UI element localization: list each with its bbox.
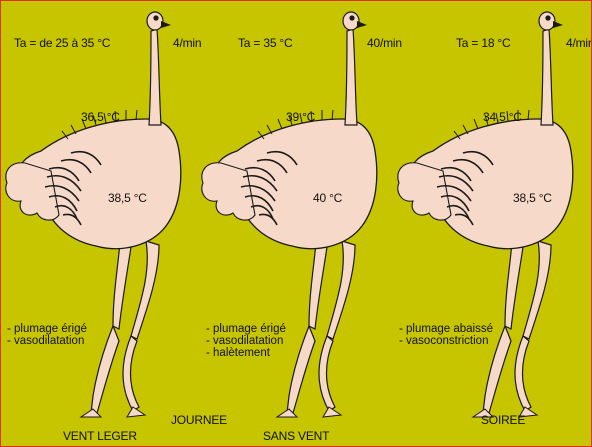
neck-temp-3: 34,5 °C bbox=[483, 111, 522, 124]
note-line: - halètement bbox=[206, 347, 286, 359]
note-line: - vasodilatation bbox=[7, 335, 87, 347]
neck-temp-1: 36,5 °C bbox=[81, 111, 120, 124]
breathing-rate-1: 4/min bbox=[173, 37, 201, 50]
notes-1: - plumage érigé - vasodilatation bbox=[7, 323, 87, 347]
note-line: - plumage érigé bbox=[7, 323, 87, 335]
ambient-temp-1: Ta = de 25 à 35 °C bbox=[14, 37, 110, 50]
notes-2: - plumage érigé - vasodilatation - halèt… bbox=[206, 323, 286, 359]
ostrich-3 bbox=[398, 12, 573, 417]
breathing-rate-3: 4/min bbox=[566, 37, 592, 50]
caption-journee: JOURNEE bbox=[171, 414, 227, 427]
ambient-temp-2: Ta = 35 °C bbox=[238, 37, 293, 50]
caption-soiree: SOIREE bbox=[481, 414, 525, 427]
note-line: - plumage abaissé bbox=[399, 323, 493, 335]
note-line: - plumage érigé bbox=[206, 323, 286, 335]
caption-vent-leger: VENT LEGER bbox=[63, 430, 137, 443]
body-temp-1: 38,5 °C bbox=[108, 192, 147, 205]
notes-3: - plumage abaissé - vasoconstriction bbox=[399, 323, 493, 347]
note-line: - vasoconstriction bbox=[399, 335, 493, 347]
body-temp-2: 40 °C bbox=[313, 192, 342, 205]
neck-temp-2: 39 °C bbox=[286, 111, 315, 124]
ambient-temp-3: Ta = 18 °C bbox=[456, 37, 511, 50]
note-line: - vasodilatation bbox=[206, 335, 286, 347]
body-temp-3: 38,5 °C bbox=[513, 192, 552, 205]
caption-sans-vent: SANS VENT bbox=[263, 430, 329, 443]
breathing-rate-2: 40/min bbox=[367, 37, 402, 50]
ostrich-1 bbox=[6, 12, 181, 417]
